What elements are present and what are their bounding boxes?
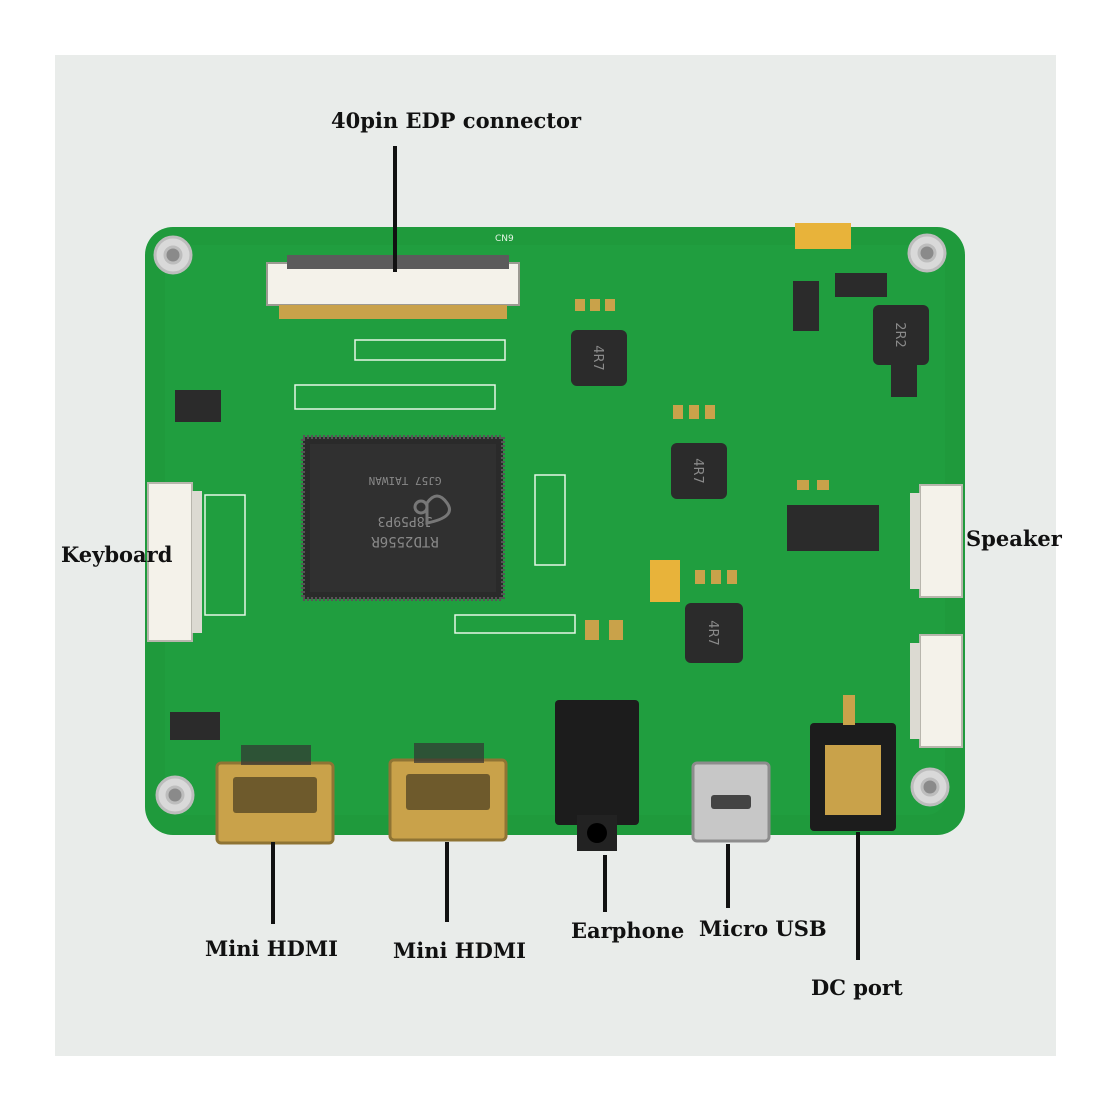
inductor-1 bbox=[571, 330, 627, 386]
inductor-3 bbox=[685, 603, 743, 663]
inductor-2 bbox=[671, 443, 727, 499]
inductor-3-label: 4R7 bbox=[705, 620, 720, 646]
inductor-1-label: 4R7 bbox=[590, 345, 605, 371]
main-chip: RTD2556R J8P59P3 GJ57 TAIWAN bbox=[301, 435, 505, 601]
edp-connector-label: 40pin EDP connector bbox=[331, 108, 582, 133]
mini-hdmi-port-1 bbox=[215, 745, 335, 845]
hdmi2-leader-line bbox=[445, 842, 449, 922]
mounting-holes bbox=[153, 233, 950, 815]
earphone-jack bbox=[555, 700, 639, 851]
small-chips bbox=[170, 273, 917, 740]
mini-hdmi-port-2 bbox=[388, 743, 508, 842]
inductors: 4R7 4R7 4R7 2R2 bbox=[571, 305, 929, 663]
dc-port-label: DC port bbox=[811, 975, 903, 1000]
micro-usb-port bbox=[691, 761, 771, 843]
edp-leader-line bbox=[393, 146, 397, 272]
realtek-logo bbox=[413, 494, 451, 525]
inductor-4-label: 2R2 bbox=[892, 322, 907, 348]
chip-line-1: RTD2556R bbox=[371, 533, 439, 549]
dc-port-leader-line bbox=[856, 832, 860, 960]
pcb-trace-area bbox=[165, 245, 945, 815]
earphone-leader-line bbox=[603, 855, 607, 912]
hdmi2-label: Mini HDMI bbox=[393, 938, 526, 963]
chip-line-3: GJ57 TAIWAN bbox=[369, 474, 442, 487]
tantalum-capacitors bbox=[650, 223, 851, 602]
silkscreen-components bbox=[204, 339, 576, 634]
pcb-board-image: CN9 RTD2556R J8P59P3 GJ57 TAIWAN 4R7 bbox=[145, 223, 965, 851]
cn2-connector bbox=[910, 634, 963, 748]
micro-usb-label: Micro USB bbox=[699, 916, 827, 941]
speaker-connector bbox=[910, 484, 963, 598]
cn9-label: CN9 bbox=[495, 234, 514, 244]
chip-line-2: J8P59P3 bbox=[378, 513, 433, 528]
inductor-2-label: 4R7 bbox=[690, 458, 705, 484]
keyboard-connector bbox=[147, 482, 202, 642]
inductor-4 bbox=[873, 305, 929, 365]
keyboard-label: Keyboard bbox=[61, 542, 173, 567]
hdmi1-label: Mini HDMI bbox=[205, 936, 338, 961]
earphone-label: Earphone bbox=[571, 918, 685, 943]
dc-port bbox=[810, 695, 896, 831]
micro-usb-leader-line bbox=[726, 844, 730, 908]
photo-backdrop: CN9 RTD2556R J8P59P3 GJ57 TAIWAN 4R7 bbox=[55, 55, 1056, 1056]
speaker-label: Speaker bbox=[966, 526, 1062, 551]
hdmi1-leader-line bbox=[271, 842, 275, 924]
passive-components bbox=[575, 299, 829, 640]
